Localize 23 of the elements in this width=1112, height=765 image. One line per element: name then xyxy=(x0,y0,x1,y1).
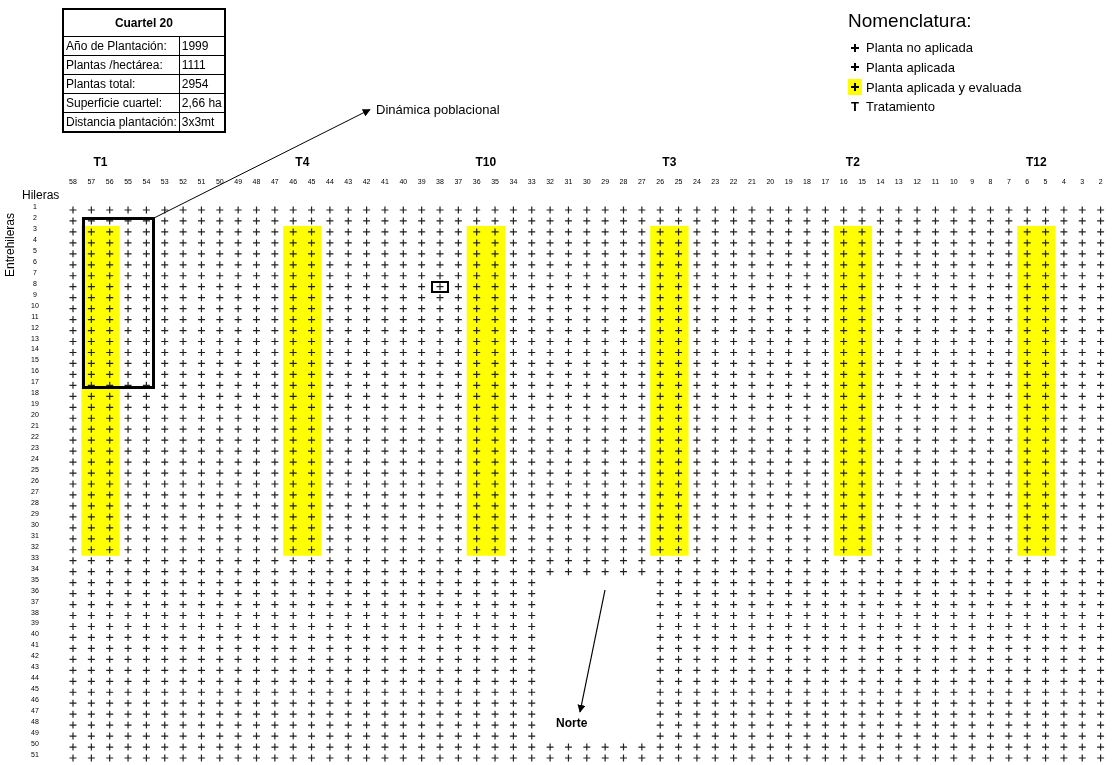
legend-symbol: T xyxy=(850,98,860,114)
direction-label: Norte xyxy=(556,716,588,730)
table-cell: Superficie cuartel: xyxy=(63,93,180,113)
treatment-label: T12 xyxy=(1026,155,1047,169)
table-cell: Plantas total: xyxy=(63,74,180,94)
table-cell: Plantas /hectárea: xyxy=(63,55,180,75)
arrow xyxy=(153,109,371,219)
legend-text: Tratamiento xyxy=(866,98,935,114)
table-cell: Año de Plantación: xyxy=(63,36,180,56)
axis-title: Hileras xyxy=(22,188,60,202)
legend-title: Nomenclatura: xyxy=(848,10,972,32)
treatment-label: T1 xyxy=(93,155,108,169)
legend-text: Planta no aplicada xyxy=(866,40,973,55)
treatment-label: T4 xyxy=(295,155,310,169)
legend-text: Planta aplicada xyxy=(866,59,955,75)
treatment-label: T10 xyxy=(475,155,497,169)
treatment-label: T3 xyxy=(662,155,677,169)
highlight-frame xyxy=(82,216,156,390)
legend-text: Planta aplicada y evaluada xyxy=(866,79,1022,95)
callout-text: Dinámica poblacional xyxy=(376,102,500,117)
treatment-label: T2 xyxy=(845,155,860,169)
highlight-frame xyxy=(431,280,449,293)
axis-title: Entrehileras xyxy=(3,213,17,277)
